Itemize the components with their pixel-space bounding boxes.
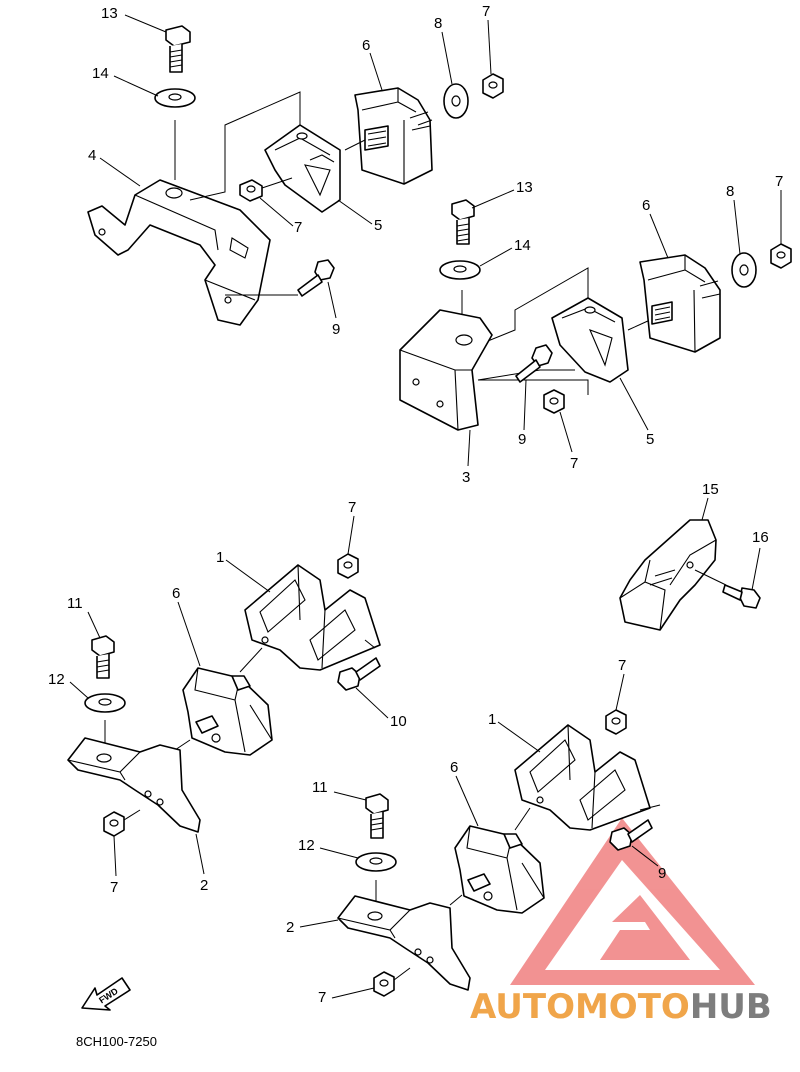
callout-8: 8 bbox=[434, 15, 442, 32]
callout-11: 11 bbox=[312, 779, 328, 796]
bolt-10-icon bbox=[337, 657, 381, 691]
watermark-text: AUTOMOTOHUB bbox=[470, 987, 772, 1027]
bracket-1-icon bbox=[514, 724, 651, 831]
engine-mount-6-icon bbox=[454, 825, 545, 914]
callout-9: 9 bbox=[518, 431, 526, 448]
callout-5: 5 bbox=[646, 431, 654, 448]
callout-11: 11 bbox=[67, 595, 83, 612]
bracket-5-icon bbox=[264, 124, 341, 213]
assembly-top-right bbox=[399, 199, 792, 431]
engine-mount-6-icon bbox=[639, 254, 721, 353]
callout-15: 15 bbox=[702, 481, 719, 498]
assembly-lower-left bbox=[67, 553, 381, 837]
washer-14-icon bbox=[154, 88, 196, 108]
callout-2: 2 bbox=[200, 877, 208, 894]
engine-mount-6-icon bbox=[354, 87, 433, 185]
damper-15-icon bbox=[619, 519, 717, 631]
assembly-part-15 bbox=[619, 519, 761, 631]
bracket-1-icon bbox=[244, 564, 381, 671]
callout-3: 3 bbox=[462, 469, 470, 486]
watermark-brand: AUTOMOTOHUB bbox=[470, 987, 772, 1027]
watermark-inner-shape bbox=[600, 895, 690, 960]
callout-14: 14 bbox=[92, 65, 109, 82]
callout-13: 13 bbox=[516, 179, 533, 196]
callout-8: 8 bbox=[726, 183, 734, 200]
washer-8-icon bbox=[443, 83, 469, 119]
callout-7: 7 bbox=[348, 499, 356, 516]
watermark-prefix: AUTOMOTO bbox=[470, 987, 690, 1027]
nut-7-icon bbox=[482, 73, 504, 99]
bracket-2-icon bbox=[67, 737, 201, 833]
callout-5: 5 bbox=[374, 217, 382, 234]
callout-9: 9 bbox=[332, 321, 340, 338]
assembly-lower-right bbox=[337, 709, 661, 997]
nut-7-icon bbox=[373, 971, 395, 997]
bolt-13-icon bbox=[451, 199, 475, 245]
callout-6: 6 bbox=[642, 197, 650, 214]
washer-12-icon bbox=[84, 693, 126, 713]
watermark-triangle bbox=[510, 818, 755, 985]
bolt-9-icon bbox=[515, 344, 553, 383]
bracket-5-icon bbox=[551, 297, 629, 383]
washer-12-icon bbox=[355, 852, 397, 872]
callout-7: 7 bbox=[570, 455, 578, 472]
callout-7: 7 bbox=[318, 989, 326, 1006]
callout-7: 7 bbox=[618, 657, 626, 674]
callout-6: 6 bbox=[172, 585, 180, 602]
nut-7-icon bbox=[103, 811, 125, 837]
callout-4: 4 bbox=[88, 147, 96, 164]
washer-8-icon bbox=[731, 252, 757, 288]
bolt-9-icon bbox=[609, 819, 653, 851]
callout-7: 7 bbox=[110, 879, 118, 896]
callout-9: 9 bbox=[658, 865, 666, 882]
callout-14: 14 bbox=[514, 237, 531, 254]
diagram-part-code: 8CH100-7250 bbox=[76, 1034, 157, 1049]
bracket-3-icon bbox=[399, 309, 493, 431]
bolt-9-icon bbox=[297, 259, 335, 297]
nut-7-icon bbox=[543, 389, 565, 414]
bolt-11-icon bbox=[91, 635, 115, 679]
callout-1: 1 bbox=[216, 549, 224, 566]
callout-16: 16 bbox=[752, 529, 769, 546]
callout-7: 7 bbox=[294, 219, 302, 236]
callout-6: 6 bbox=[450, 759, 458, 776]
callout-10: 10 bbox=[390, 713, 407, 730]
nut-7-icon bbox=[770, 243, 792, 269]
callout-12: 12 bbox=[48, 671, 65, 688]
bracket-4-icon bbox=[87, 179, 271, 326]
nut-7-icon bbox=[337, 553, 359, 579]
washer-14-icon bbox=[439, 260, 481, 280]
callout-7: 7 bbox=[482, 3, 490, 20]
callout-1: 1 bbox=[488, 711, 496, 728]
forward-direction-arrow-icon: FWD bbox=[81, 977, 131, 1011]
callout-labels: 13 14 4 6 8 7 7 5 9 13 14 6 8 7 9 3 7 5 bbox=[48, 3, 783, 1006]
callout-13: 13 bbox=[101, 5, 118, 22]
bracket-2-icon bbox=[337, 895, 471, 991]
nut-7-icon bbox=[239, 179, 263, 202]
callout-2: 2 bbox=[286, 919, 294, 936]
watermark-logo bbox=[510, 818, 755, 985]
nut-7-icon bbox=[605, 709, 627, 735]
callout-6: 6 bbox=[362, 37, 370, 54]
bolt-16-icon bbox=[722, 584, 761, 609]
assembly-top-left bbox=[87, 25, 504, 326]
callout-12: 12 bbox=[298, 837, 315, 854]
bolt-11-icon bbox=[365, 793, 389, 839]
engine-mount-6-icon bbox=[182, 667, 273, 756]
bolt-13-icon bbox=[165, 25, 191, 73]
watermark-suffix: HUB bbox=[690, 987, 772, 1027]
callout-7: 7 bbox=[775, 173, 783, 190]
